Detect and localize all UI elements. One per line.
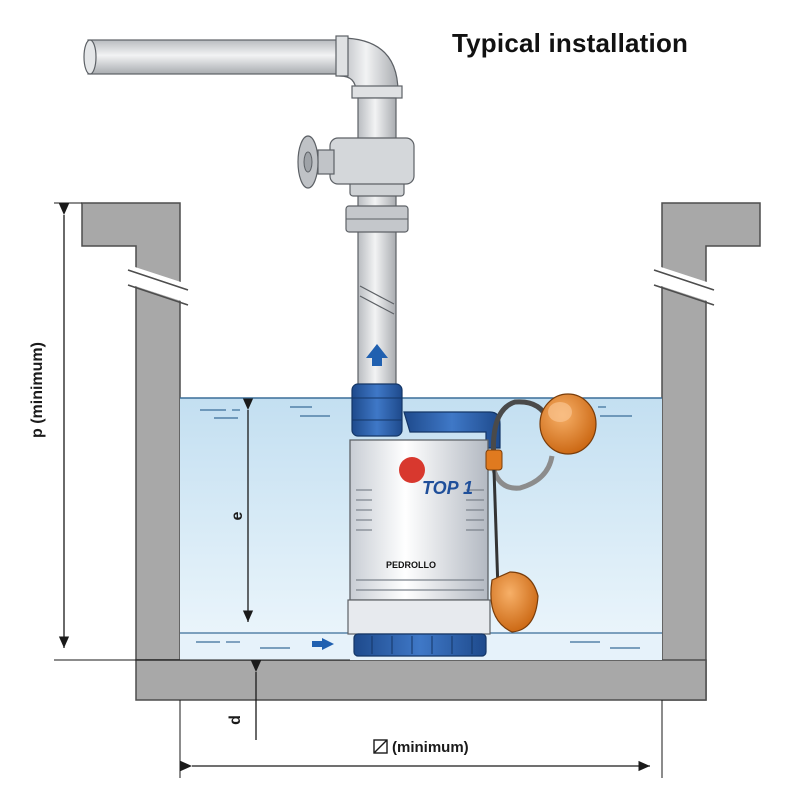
- pump-logo-icon: [399, 457, 425, 483]
- label-d: d: [227, 715, 244, 725]
- dimension-diameter: [179, 700, 663, 778]
- pump-brand: PEDROLLO: [386, 560, 436, 570]
- pump-model: TOP 1: [422, 478, 473, 498]
- diameter-symbol-icon: [373, 739, 388, 754]
- submersible-pump: TOP 1 PEDROLLO: [347, 383, 501, 657]
- label-p-minimum: p (minimum): [29, 342, 46, 438]
- diagram-title: Typical installation: [452, 28, 689, 58]
- upper-float: [539, 393, 597, 455]
- sump-floor: [135, 659, 707, 701]
- label-e: e: [229, 511, 246, 520]
- flow-arrow-icon: [366, 344, 388, 366]
- valve-handwheel-icon: [297, 135, 319, 189]
- dimension-p: [54, 202, 350, 661]
- label-diameter-minimum: (minimum): [392, 739, 469, 756]
- float-switch: [485, 393, 597, 633]
- gate-valve: [297, 135, 415, 189]
- sump-walls: [81, 202, 761, 701]
- lower-float: [490, 571, 539, 633]
- inlet-arrow-icon: [312, 638, 334, 650]
